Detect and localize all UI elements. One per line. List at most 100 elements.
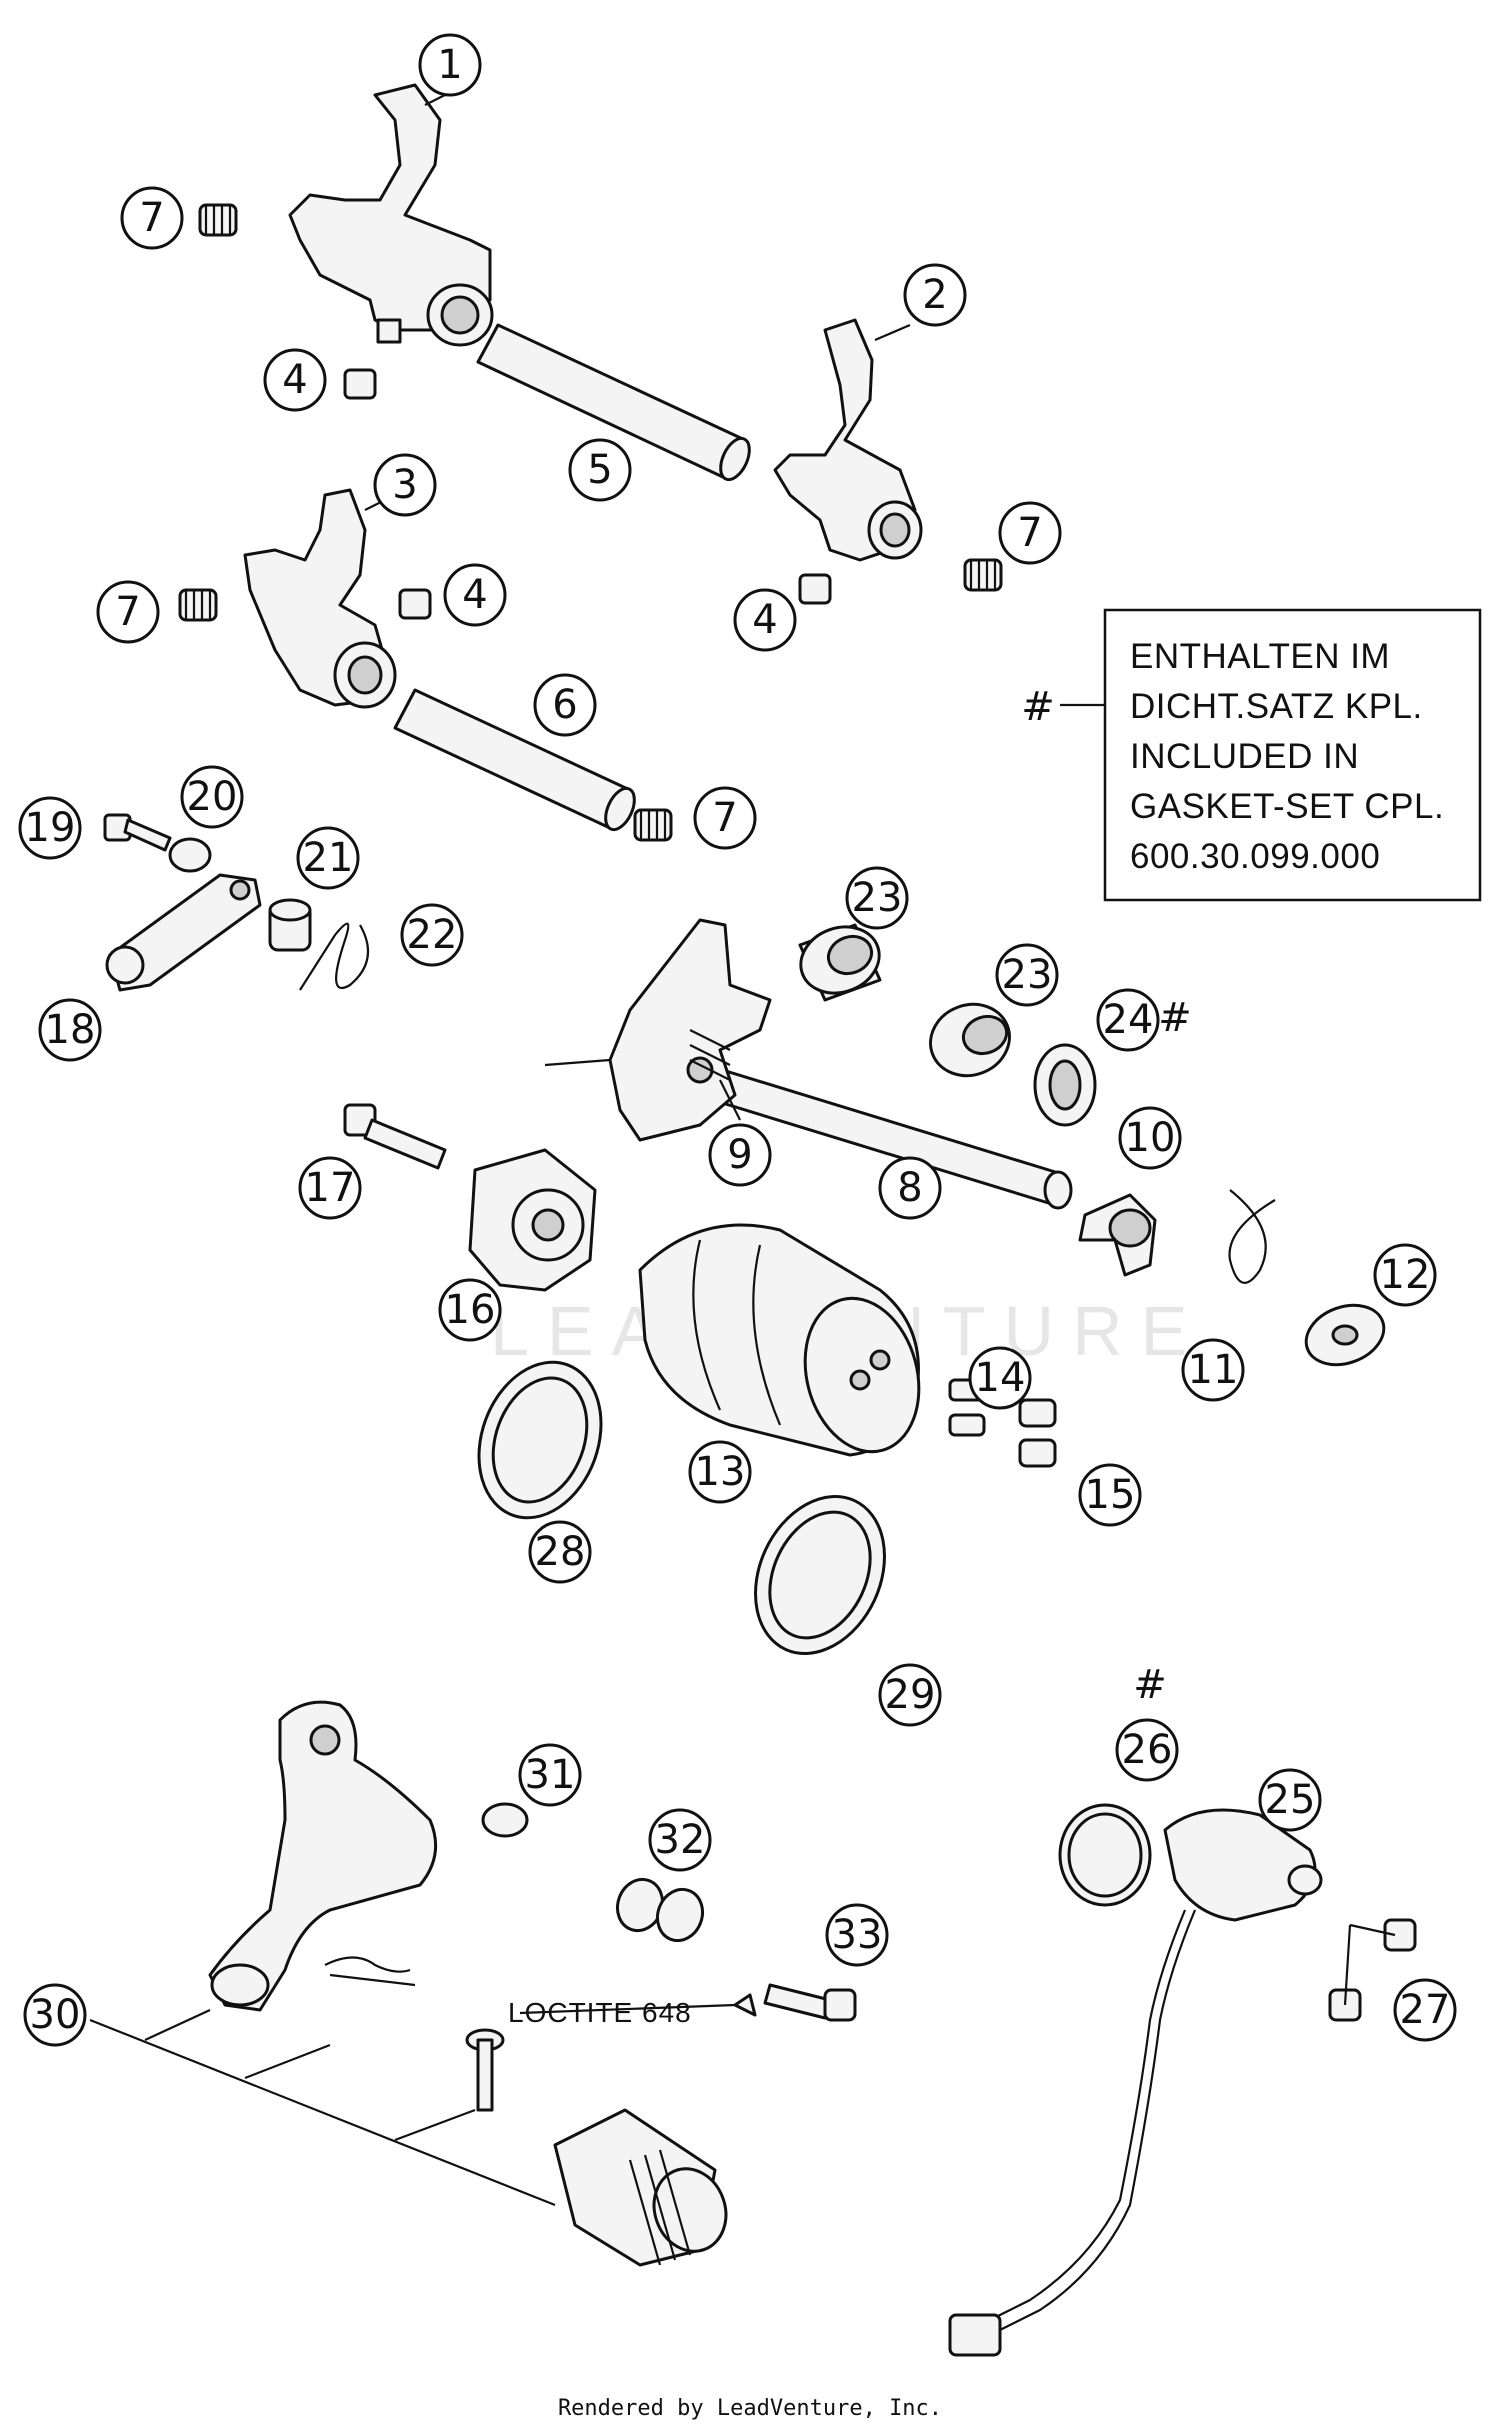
callout-33: 33 (825, 1903, 889, 1967)
svg-text:23: 23 (852, 875, 903, 921)
oil-seal-24 (1033, 1043, 1097, 1127)
svg-text:23: 23 (1002, 952, 1053, 998)
svg-text:32: 32 (655, 1817, 706, 1863)
callout-16: 16 (438, 1278, 502, 1342)
callout-15: 15 (1078, 1463, 1142, 1527)
bushing-21 (268, 898, 312, 952)
svg-text:20: 20 (187, 774, 238, 820)
svg-text:4: 4 (462, 572, 487, 618)
callout-2: 2 (903, 263, 967, 327)
detent-lever-18 (105, 873, 262, 992)
svg-text:11: 11 (1188, 1347, 1239, 1393)
svg-text:9: 9 (727, 1132, 752, 1178)
pins-15 (1018, 1398, 1057, 1468)
spring-22 (299, 922, 370, 991)
callout-17: 17 (298, 1156, 362, 1220)
callout-5: 5 (568, 438, 632, 502)
svg-text:7: 7 (712, 795, 737, 841)
bolt-17 (343, 1103, 447, 1170)
svg-text:27: 27 (1400, 1987, 1451, 2033)
svg-text:28: 28 (535, 1529, 586, 1575)
hash-mark-note: # (1021, 684, 1055, 730)
callout-29: 29 (878, 1663, 942, 1727)
callout-26: 26 (1115, 1718, 1179, 1782)
callout-6: 6 (533, 673, 597, 737)
callout-4b: 4 (443, 563, 507, 627)
washer-12 (1304, 1303, 1386, 1367)
bolt-19 (103, 813, 172, 852)
callout-25: 25 (1258, 1768, 1322, 1832)
callout-18: 18 (38, 998, 102, 1062)
bolt-33 (733, 1983, 857, 2022)
torsion-spring-11 (1228, 1189, 1276, 1284)
callout-11: 11 (1181, 1338, 1245, 1402)
callout-10: 10 (1118, 1106, 1182, 1170)
svg-text:31: 31 (525, 1752, 576, 1798)
needle-bearing-23b (929, 1002, 1011, 1078)
callout-1: 1 (418, 33, 482, 97)
svg-text:7: 7 (115, 589, 140, 635)
hash-mark-24: # (1158, 995, 1192, 1041)
svg-text:14: 14 (975, 1355, 1026, 1401)
note-line-2: DICHT.SATZ KPL. (1130, 687, 1423, 726)
callout-30: 30 (23, 1983, 87, 2047)
note-line-4: GASKET-SET CPL. (1130, 787, 1444, 826)
svg-text:33: 33 (832, 1912, 883, 1958)
callout-32: 32 (648, 1808, 712, 1872)
callout-14: 14 (968, 1346, 1032, 1410)
circlip-30 (324, 1956, 416, 1987)
return-spring-10 (1078, 1193, 1157, 1277)
callout-28: 28 (528, 1520, 592, 1584)
callout-3: 3 (373, 453, 437, 517)
callout-27: 27 (1393, 1978, 1457, 2042)
shift-fork-3 (243, 488, 397, 709)
svg-text:22: 22 (407, 912, 458, 958)
needle-bearing-23a (798, 923, 882, 1002)
svg-text:13: 13 (695, 1449, 746, 1495)
shift-lever-30 (208, 1700, 438, 2012)
callout-7a: 7 (120, 186, 184, 250)
shift-plate-9 (608, 918, 772, 1142)
shift-rail-5 (476, 323, 751, 482)
bearing-29 (754, 1494, 886, 1656)
shift-drum-13 (638, 1223, 921, 1457)
gasket-set-note: ENTHALTEN IM DICHT.SATZ KPL. INCLUDED IN… (1021, 608, 1482, 902)
roller-4b (398, 588, 432, 620)
note-line-5: 600.30.099.000 (1130, 837, 1380, 876)
spring-7b (178, 588, 218, 622)
bearing-28 (477, 1360, 603, 1520)
svg-text:18: 18 (45, 1007, 96, 1053)
note-line-3: INCLUDED IN (1130, 737, 1359, 776)
roller-4a (343, 368, 377, 400)
shift-rail-6 (393, 688, 636, 832)
callout-4c: 4 (733, 588, 797, 652)
callout-21: 21 (296, 826, 360, 890)
svg-text:26: 26 (1122, 1727, 1173, 1773)
svg-text:12: 12 (1380, 1252, 1431, 1298)
washer-20 (168, 837, 212, 873)
svg-text:4: 4 (282, 357, 307, 403)
screws-27 (1328, 1918, 1417, 2022)
svg-text:24: 24 (1103, 997, 1154, 1043)
shift-fork-2 (773, 318, 923, 562)
svg-text:4: 4 (752, 597, 777, 643)
svg-text:25: 25 (1265, 1777, 1316, 1823)
svg-text:21: 21 (303, 835, 354, 881)
callout-22: 22 (400, 903, 464, 967)
spring-7d (633, 808, 673, 842)
callout-19: 19 (18, 796, 82, 860)
leader-lines (89, 94, 1396, 2207)
callout-4a: 4 (263, 348, 327, 412)
svg-text:15: 15 (1085, 1472, 1136, 1518)
svg-text:3: 3 (392, 462, 417, 508)
svg-text:6: 6 (552, 682, 577, 728)
spring-7a (198, 203, 238, 237)
svg-text:1: 1 (437, 42, 462, 88)
callout-9: 9 (708, 1123, 772, 1187)
pin-30 (465, 2028, 505, 2112)
svg-text:10: 10 (1125, 1115, 1176, 1161)
callout-7c: 7 (998, 501, 1062, 565)
spring-7c (963, 558, 1003, 592)
callout-24: 24 (1096, 988, 1160, 1052)
